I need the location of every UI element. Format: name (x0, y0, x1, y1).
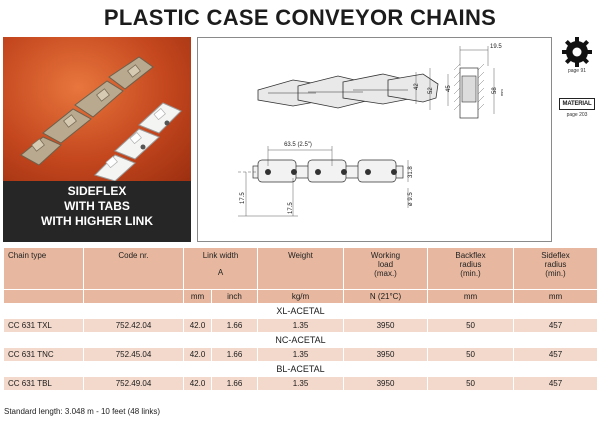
col-backflex-l3: (min.) (460, 269, 481, 278)
group-name: NC-ACETAL (2, 332, 599, 348)
col-sideflex-l2: radius (544, 260, 567, 269)
col-working-load-l2: load (377, 260, 394, 269)
cell-code: 752.45.04 (83, 347, 184, 362)
caption-line-1: SIDEFLEX (67, 184, 127, 198)
unit-blank-2 (83, 289, 184, 304)
material-page-ref[interactable]: page 203 (566, 112, 588, 118)
cell-mm: 42.0 (183, 347, 212, 362)
material-icon[interactable]: MATERIAL (559, 98, 595, 110)
product-photo-panel: SIDEFLEX WITH TABS WITH HIGHER LINK (3, 37, 191, 242)
cell-load: 3950 (343, 318, 429, 333)
col-code-nr: Code nr. (83, 247, 184, 290)
table-header-row: Chain type Code nr. Link width A Weight … (3, 247, 599, 290)
cell-backflex: 50 (427, 376, 515, 391)
dim-52: 52 (428, 87, 434, 94)
sprocket-icon[interactable] (562, 37, 592, 67)
col-backflex-l1: Backflex (455, 251, 486, 260)
cell-inch: 1.66 (210, 376, 259, 391)
table-units-row: mm inch kg/m N (21°C) mm mm (3, 289, 599, 304)
cell-inch: 1.66 (210, 347, 259, 362)
cell-backflex: 50 (427, 318, 515, 333)
unit-load: N (21°C) (343, 289, 429, 304)
col-chain-type: Chain type (3, 247, 84, 290)
col-weight: Weight (257, 247, 345, 290)
caption-line-3: WITH HIGHER LINK (41, 214, 153, 228)
sprocket-page-ref[interactable]: page 91 (567, 68, 587, 74)
table-row: CC 631 TXL 752.42.04 42.0 1.66 1.35 3950… (3, 318, 599, 333)
cell-code: 752.49.04 (83, 376, 184, 391)
cell-weight: 1.35 (257, 318, 345, 333)
unit-inch: inch (210, 289, 259, 304)
col-working-load: Working load (max.) (343, 247, 429, 290)
unit-sideflex: mm (513, 289, 599, 304)
cell-chain-type: CC 631 TXL (3, 318, 84, 333)
cell-code: 752.42.04 (83, 318, 184, 333)
cell-chain-type: CC 631 TBL (3, 376, 84, 391)
col-link-width-label: Link width (202, 251, 239, 260)
unit-blank-1 (3, 289, 84, 304)
dim-42: 42 (414, 83, 420, 90)
chain-drawing-svg: 19.5 42 52 45 58 mm (238, 44, 504, 217)
col-sideflex: Sideflex radius (min.) (513, 247, 599, 290)
group-name: XL-ACETAL (2, 303, 599, 319)
cell-mm: 42.0 (183, 376, 212, 391)
dim-unit: mm (499, 89, 504, 96)
col-link-width: Link width A (182, 247, 259, 290)
col-sideflex-l1: Sideflex (541, 251, 570, 260)
cell-sideflex: 457 (513, 347, 599, 362)
dim-45: 45 (446, 85, 452, 92)
cell-weight: 1.35 (257, 376, 345, 391)
col-backflex-l2: radius (459, 260, 482, 269)
group-header-bl: BL-ACETAL (2, 361, 599, 377)
technical-drawing: 19.5 42 52 45 58 mm (197, 37, 552, 242)
col-backflex: Backflex radius (min.) (427, 247, 515, 290)
col-link-width-symbol: A (217, 268, 224, 277)
col-sideflex-l3: (min.) (545, 269, 566, 278)
dim-19-5: 19.5 (490, 44, 502, 50)
cell-chain-type: CC 631 TNC (3, 347, 84, 362)
table-row: CC 631 TBL 752.49.04 42.0 1.66 1.35 3950… (3, 376, 599, 391)
caption-line-2: WITH TABS (64, 199, 130, 213)
dim-17-5-mid: 17.5 (288, 202, 294, 214)
cell-load: 3950 (343, 347, 429, 362)
cell-weight: 1.35 (257, 347, 345, 362)
chain-photo-illustration (20, 56, 182, 182)
dim-9-5: ø 9.5 (408, 192, 414, 206)
group-name: BL-ACETAL (2, 361, 599, 377)
spec-table: Chain type Code nr. Link width A Weight … (2, 247, 599, 391)
dim-58: 58 (492, 87, 498, 94)
cell-load: 3950 (343, 376, 429, 391)
group-header-xl: XL-ACETAL (2, 303, 599, 319)
col-working-load-l3: (max.) (374, 269, 397, 278)
dim-31-8: 31.8 (408, 166, 414, 178)
dim-17-5-left: 17.5 (240, 192, 246, 204)
unit-backflex: mm (427, 289, 515, 304)
unit-kgm: kg/m (257, 289, 345, 304)
cell-backflex: 50 (427, 347, 515, 362)
cell-mm: 42.0 (183, 318, 212, 333)
group-header-nc: NC-ACETAL (2, 332, 599, 348)
cell-sideflex: 457 (513, 318, 599, 333)
cell-inch: 1.66 (210, 318, 259, 333)
page-title: PLASTIC CASE CONVEYOR CHAINS (103, 5, 497, 30)
cell-sideflex: 457 (513, 376, 599, 391)
product-caption: SIDEFLEX WITH TABS WITH HIGHER LINK (3, 184, 191, 229)
dim-pitch: 63.5 (2.5") (284, 142, 312, 148)
unit-mm: mm (183, 289, 212, 304)
table-row: CC 631 TNC 752.45.04 42.0 1.66 1.35 3950… (3, 347, 599, 362)
product-photo (3, 37, 191, 182)
col-working-load-l1: Working (370, 251, 401, 260)
standard-length-note: Standard length: 3.048 m - 10 feet (48 l… (4, 407, 161, 416)
